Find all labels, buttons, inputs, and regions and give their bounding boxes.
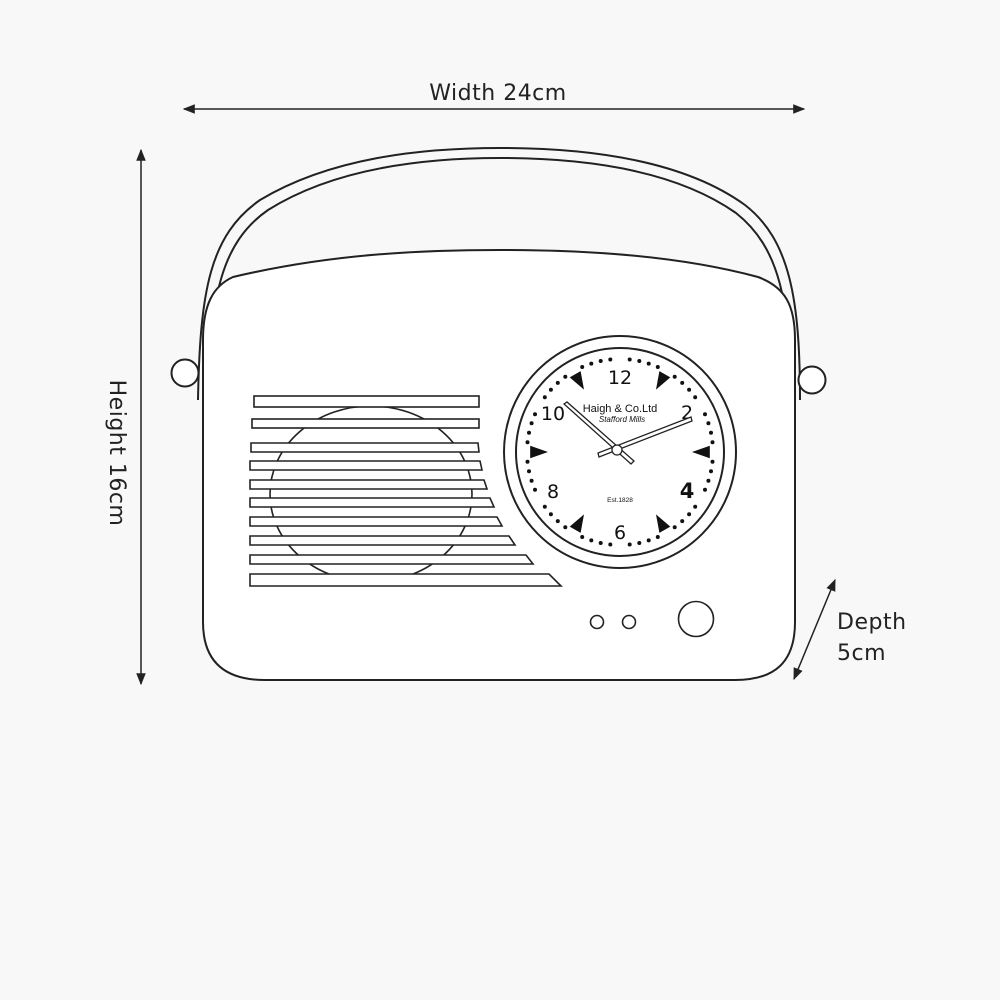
clock-subtitle: Stafford Mills [599, 415, 645, 424]
depth-arrow [793, 578, 836, 681]
minute-dot [706, 478, 711, 483]
minute-dot [608, 542, 613, 547]
minute-dot [548, 387, 553, 392]
clock-hands [562, 401, 693, 465]
minute-dot [533, 412, 537, 417]
clock-center-pin [611, 444, 623, 456]
minute-dot [525, 440, 530, 445]
width-dimension: Width 24cm [182, 81, 806, 114]
minute-dot [548, 512, 553, 517]
minute-dot [589, 361, 594, 366]
minute-dot [555, 380, 560, 385]
depth-label-line1: Depth [837, 610, 907, 635]
grille-slat [249, 460, 483, 471]
minute-dot [527, 430, 531, 435]
control-button-left [589, 614, 605, 630]
minute-dot [655, 535, 660, 539]
minute-dot [703, 487, 707, 492]
depth-label-line2: 5cm [837, 641, 886, 666]
clock-brand: Haigh & Co.Ltd [583, 403, 658, 415]
minute-dot [608, 357, 613, 362]
minute-dot [672, 374, 677, 379]
hour-wedge [569, 371, 584, 390]
speaker-grille [249, 395, 563, 587]
hour-wedge [656, 514, 671, 533]
minute-dot [687, 387, 692, 392]
hour-wedge [692, 445, 710, 459]
depth-dimension: Depth 5cm [793, 578, 907, 681]
numeral-8: 8 [547, 481, 559, 503]
minute-dot [627, 542, 632, 547]
minute-dot [709, 469, 713, 474]
minute-dot [580, 365, 585, 369]
minute-dot [627, 357, 632, 362]
minute-dot [589, 538, 594, 543]
minute-dot [580, 535, 585, 539]
minute-dot [542, 395, 547, 400]
minute-dot [525, 459, 530, 464]
numeral-10: 10 [541, 403, 565, 425]
minute-dot [709, 430, 713, 435]
grille-slat [249, 573, 563, 587]
minute-dot [637, 359, 642, 363]
minute-dot [563, 525, 568, 530]
hour-markers [530, 371, 710, 533]
grille-slat [249, 479, 489, 490]
minute-dot [529, 421, 534, 426]
minute-dot [680, 519, 685, 524]
right-handle-knob [797, 365, 827, 395]
grille-slat [249, 516, 504, 527]
minute-dot [672, 525, 677, 530]
minute-dot [693, 395, 698, 400]
hour-wedge [569, 514, 584, 533]
minute-dot [529, 478, 534, 483]
grille-slat [253, 395, 480, 408]
hour-wedge [530, 445, 548, 459]
control-button-right [621, 614, 637, 630]
minute-dot [637, 541, 642, 545]
numeral-4: 4 [680, 479, 695, 503]
minute-dot [555, 519, 560, 524]
minute-dot [710, 459, 715, 464]
grille-slat [250, 442, 480, 453]
height-dimension: Height 16cm [104, 148, 146, 686]
minute-dot [680, 380, 685, 385]
minute-dot [706, 421, 711, 426]
height-label: Height 16cm [104, 380, 129, 527]
minute-dot [542, 504, 547, 509]
minute-dot [687, 512, 692, 517]
minute-dot [646, 538, 651, 543]
radio-handle [170, 146, 827, 401]
left-handle-knob [170, 358, 200, 388]
numeral-6: 6 [614, 522, 626, 544]
minute-dot [710, 440, 715, 445]
radio-controls [589, 600, 715, 638]
clock-face: 12 2 4 6 8 10 Haigh & Co.Ltd Stafford Mi… [503, 335, 737, 569]
grille-slat [249, 554, 535, 565]
minute-dot [703, 412, 707, 417]
minute-dot [693, 504, 698, 509]
minute-dot [533, 487, 537, 492]
hour-wedge [656, 371, 671, 390]
grille-slat [249, 535, 517, 546]
numeral-12: 12 [608, 367, 632, 389]
minute-dot [527, 469, 531, 474]
clock-established: Est.1828 [607, 497, 633, 504]
minute-dot [646, 361, 651, 366]
tuning-knob [677, 600, 715, 638]
minute-dot [598, 541, 603, 545]
minute-dot [655, 365, 660, 369]
minute-dot [598, 359, 603, 363]
minute-markers [525, 357, 715, 547]
grille-slat [249, 497, 496, 508]
width-label: Width 24cm [429, 81, 566, 106]
grille-slat [251, 418, 480, 429]
minute-dot [563, 374, 568, 379]
